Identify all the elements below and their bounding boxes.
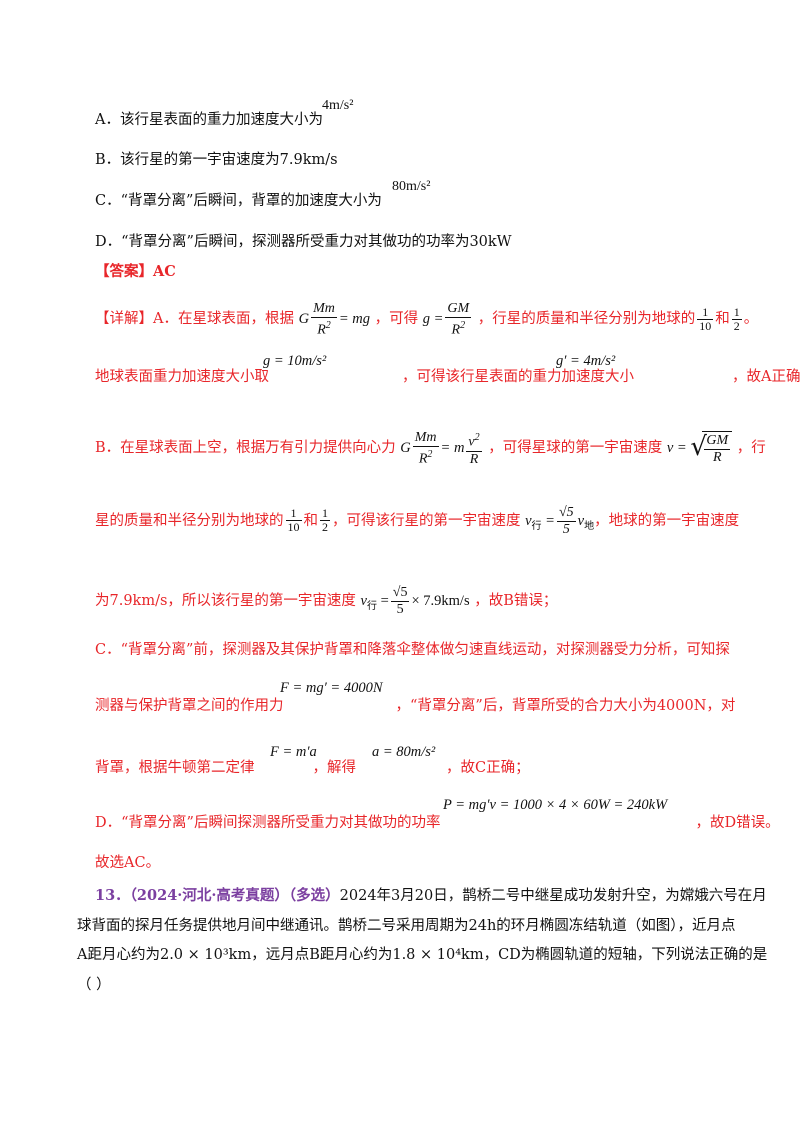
question-source: （2024·河北·高考真题）（多选）: [129, 887, 340, 904]
explain-line-8: 背罩，根据牛顿第二定律，解得，故C正确；: [95, 760, 530, 776]
option-a-value: 4m/s²: [322, 98, 354, 113]
explain-line-6: C．“背罩分离”前，探测器及其保护背罩和降落伞整体做匀速直线运动，对探测器受力分…: [95, 642, 730, 658]
option-b: B．该行星的第一宇宙速度为7.9km/s: [95, 152, 338, 168]
equation-newton-second-law: F = m′a: [270, 744, 317, 760]
question-13-line-4: （ ）: [77, 977, 111, 993]
explain-line-9: D．“背罩分离”后瞬间探测器所受重力对其做功的功率，故D错误。: [95, 815, 780, 831]
question-13-line-1: 13．（2024·河北·高考真题）（多选）2024年3月20日，鹊桥二号中继星成…: [95, 887, 767, 904]
option-c: C．“背罩分离”后瞬间，背罩的加速度大小为: [95, 193, 382, 209]
question-13-line-3: A距月心约为2.0 × 10³km，远月点B距月心约为1.8 × 10⁴km，C…: [77, 947, 768, 963]
question-13-line-2: 球背面的探月任务提供地月间中继通讯。鹊桥二号采用周期为24h的环月椭圆冻结轨道（…: [77, 918, 736, 934]
explain-line-7: 测器与保护背罩之间的作用力，“背罩分离”后，背罩所受的合力大小为4000N，对: [95, 698, 736, 714]
option-c-value: 80m/s²: [392, 179, 431, 194]
answer-label: 【答案】AC: [95, 263, 176, 280]
equation-g-earth: g = 10m/s²: [263, 353, 327, 369]
question-number: 13．: [95, 887, 130, 904]
equation-g-planet: g′ = 4m/s²: [556, 353, 616, 369]
explain-line-2: 地球表面重力加速度大小取，可得该行星表面的重力加速度大小，故A正确；: [95, 369, 800, 385]
option-a: A．该行星表面的重力加速度大小为: [95, 112, 323, 128]
equation-power: P = mg′v = 1000 × 4 × 60W = 240kW: [443, 797, 668, 813]
option-d: D．“背罩分离”后瞬间，探测器所受重力对其做功的功率为30kW: [95, 234, 512, 250]
explain-line-10: 故选AC。: [95, 855, 161, 871]
equation-acceleration: a = 80m/s²: [372, 744, 436, 760]
equation-force: F = mg′ = 4000N: [280, 680, 383, 696]
